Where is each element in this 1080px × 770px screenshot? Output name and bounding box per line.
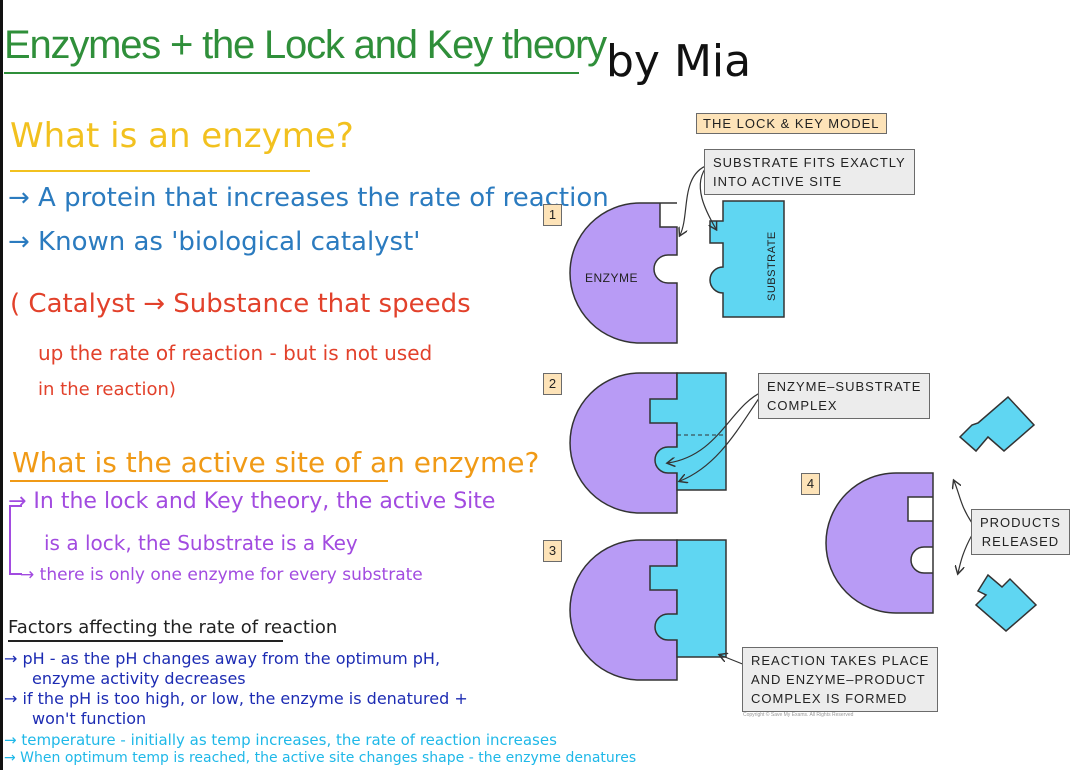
callout-line: COMPLEX IS FORMED (751, 691, 908, 706)
substrate-shape-3 (649, 539, 727, 658)
enzyme-shape-4 (825, 472, 934, 614)
heading-what-is-enzyme: What is an enzyme? (10, 116, 354, 156)
note-biological-catalyst: → Known as 'biological catalyst' (8, 227, 421, 257)
note-ph-1b: enzyme activity decreases (32, 669, 246, 688)
diagram-header: THE LOCK & KEY MODEL (696, 113, 887, 134)
step-number-1: 1 (543, 204, 562, 226)
note-lock-key-1: → In the lock and Key theory, the active… (8, 489, 496, 514)
page-left-border (0, 0, 3, 770)
substrate-shape-1 (709, 200, 785, 318)
page-title: Enzymes + the Lock and Key theory (4, 14, 607, 76)
note-ph-1: → pH - as the pH changes away from the o… (4, 649, 441, 668)
enzyme-shape-2 (569, 372, 678, 514)
author-byline: by Mia (606, 36, 752, 87)
heading-active-site: What is the active site of an enzyme? (12, 446, 540, 479)
callout-products-released: PRODUCTS RELEASED (971, 509, 1070, 555)
callout-line: PRODUCTS (980, 515, 1061, 530)
callout-line: SUBSTRATE FITS EXACTLY (713, 155, 906, 170)
callout-line: REACTION TAKES PLACE (751, 653, 930, 668)
diagram-shapes (569, 164, 1038, 681)
note-ph-2: → if the pH is too high, or low, the enz… (4, 689, 468, 708)
callout-line: INTO ACTIVE SITE (713, 174, 843, 189)
copyright-note: Copyright © Save My Exams. All Rights Re… (743, 712, 854, 718)
enzyme-shape-1 (569, 202, 678, 344)
product-shape-top (958, 395, 1036, 453)
substrate-label: SUBSTRATE (766, 231, 778, 301)
callout-substrate-fits: SUBSTRATE FITS EXACTLY INTO ACTIVE SITE (704, 149, 915, 195)
callout-enzyme-substrate-complex: ENZYME–SUBSTRATE COMPLEX (758, 373, 931, 419)
product-shape-bottom (974, 573, 1038, 632)
note-catalyst-definition: ( Catalyst → Substance that speeds (10, 289, 471, 319)
note-protein: → A protein that increases the rate of r… (8, 183, 609, 213)
heading-underline (8, 640, 283, 642)
title-text: Enzymes + the Lock and Key theory (4, 23, 607, 67)
title-underline (4, 72, 579, 74)
step-number-4: 4 (801, 473, 820, 495)
note-ph-2b: won't function (32, 709, 147, 728)
heading-underline (10, 170, 310, 172)
enzyme-shape-3 (569, 539, 678, 681)
callout-line: AND ENZYME–PRODUCT (751, 672, 926, 687)
note-lock-key-2: is a lock, the Substrate is a Key (44, 531, 358, 555)
note-catalyst-definition-2: up the rate of reaction - but is not use… (38, 341, 433, 365)
callout-reaction-takes-place: REACTION TAKES PLACE AND ENZYME–PRODUCT … (742, 647, 939, 712)
note-catalyst-definition-3: in the reaction) (38, 379, 176, 400)
bracket-connector (9, 505, 22, 575)
enzyme-label: ENZYME (585, 271, 639, 285)
callout-line: RELEASED (981, 534, 1060, 549)
step-number-2: 2 (543, 373, 562, 395)
note-temperature-1: → temperature - initially as temp increa… (4, 731, 557, 749)
note-one-enzyme: → there is only one enzyme for every sub… (20, 565, 423, 585)
note-temperature-2: → When optimum temp is reached, the acti… (4, 750, 637, 766)
callout-line: COMPLEX (767, 398, 838, 413)
lock-key-diagram: THE LOCK & KEY MODEL SUBSTRATE FITS EXAC… (540, 105, 1080, 725)
heading-factors: Factors affecting the rate of reaction (8, 617, 338, 638)
callout-line: ENZYME–SUBSTRATE (767, 379, 922, 394)
step-number-3: 3 (543, 540, 562, 562)
heading-underline (10, 480, 388, 482)
